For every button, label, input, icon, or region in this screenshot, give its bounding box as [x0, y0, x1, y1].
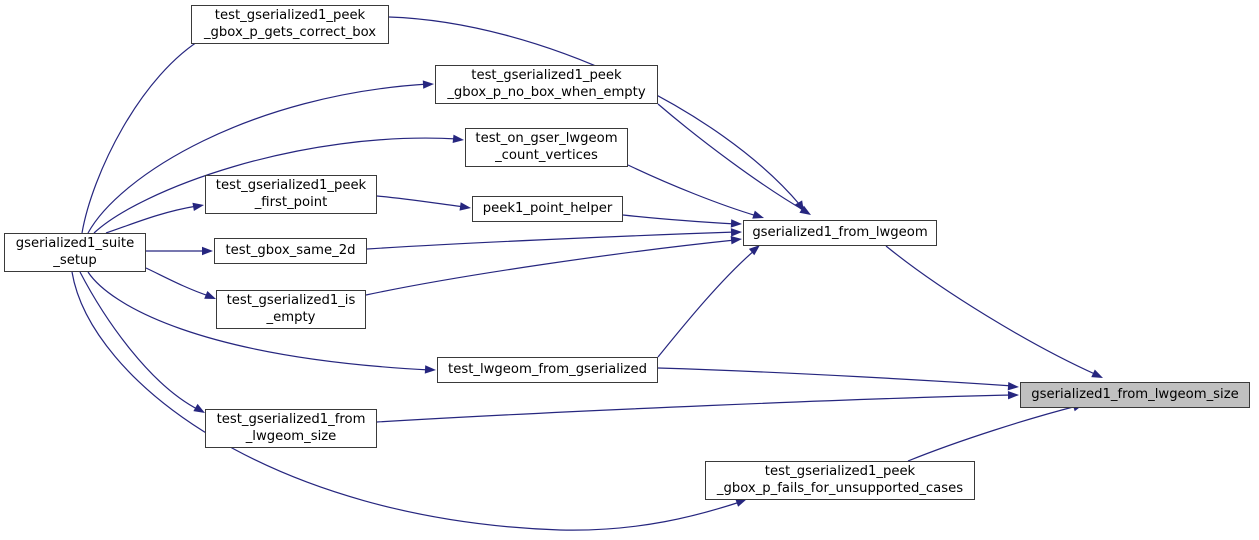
arrow-head-icon	[204, 290, 216, 299]
arrow-head-icon	[730, 235, 742, 245]
arrow-head-icon	[424, 365, 436, 374]
graph-node-test_gserialized1_is_empty[interactable]: test_gserialized1_is _empty	[216, 290, 366, 329]
graph-node-test_gserialized1_peek_first_point[interactable]: test_gserialized1_peek _first_point	[205, 175, 377, 214]
edge-fails-unsupported-to-size	[907, 403, 1084, 462]
graph-node-label: test_gserialized1_peek _gbox_p_gets_corr…	[203, 8, 377, 40]
edge-first-point-to-peek-helper	[376, 195, 471, 211]
edge-lwgeom-from-gser-to-from-lwgeom	[657, 245, 760, 358]
graph-node-test_gserialized1_peek_gbox_p_gets_correct_box[interactable]: test_gserialized1_peek _gbox_p_gets_corr…	[191, 5, 389, 44]
arrow-head-icon	[202, 246, 213, 256]
arrow-head-icon	[1007, 382, 1019, 391]
arrow-head-icon	[452, 134, 464, 144]
graph-node-peek1_point_helper[interactable]: peek1_point_helper	[472, 196, 623, 222]
arrow-head-icon	[193, 403, 205, 413]
edge-lwgeom-from-gser-to-size	[657, 367, 1019, 391]
arrow-head-icon	[459, 202, 471, 211]
graph-node-label: test_gserialized1_is _empty	[226, 293, 356, 325]
graph-node-test_gserialized1_from_lwgeom_size[interactable]: test_gserialized1_from _lwgeom_size	[205, 409, 377, 448]
graph-node-label: gserialized1_from_lwgeom_size	[1031, 386, 1239, 402]
graph-node-test_gserialized1_peek_gbox_p_fails_for_unsupported_cases[interactable]: test_gserialized1_peek _gbox_p_fails_for…	[705, 461, 975, 500]
arrow-head-icon	[422, 80, 434, 89]
graph-node-gserialized1_from_lwgeom[interactable]: gserialized1_from_lwgeom	[743, 220, 937, 246]
edge-gets-correct-box-to-from-lwgeom	[388, 16, 804, 212]
edge-suite-to-fails-unsupported	[71, 271, 747, 531]
arrow-head-icon	[730, 228, 742, 237]
graph-node-test_lwgeom_from_gserialized[interactable]: test_lwgeom_from_gserialized	[437, 357, 658, 383]
arrow-head-icon	[735, 498, 747, 507]
graph-node-label: test_on_gser_lwgeom _count_vertices	[475, 131, 618, 163]
graph-node-label: test_gserialized1_from _lwgeom_size	[216, 412, 366, 444]
edge-suite-to-is-empty	[145, 267, 216, 299]
edge-no-box-when-empty-to-from-lwgeom	[657, 103, 811, 215]
edge-suite-to-gbox-same-2d	[146, 246, 213, 256]
graph-node-label: gserialized1_suite _setup	[15, 236, 135, 268]
graph-node-label: test_gserialized1_peek _gbox_p_fails_for…	[716, 464, 964, 496]
graph-node-label: test_gserialized1_peek _gbox_p_no_box_wh…	[447, 68, 646, 100]
edge-suite-to-gets-correct-box	[81, 32, 213, 234]
graph-node-label: gserialized1_from_lwgeom	[752, 224, 928, 240]
edge-count-vertices-to-from-lwgeom	[627, 164, 764, 219]
graph-node-label: test_gserialized1_peek _first_point	[215, 178, 367, 210]
edge-suite-to-count-vertices	[93, 134, 464, 234]
edge-suite-to-no-box-when-empty	[87, 80, 434, 234]
arrow-head-icon	[799, 205, 811, 215]
graph-node-label: test_lwgeom_from_gserialized	[448, 361, 647, 377]
graph-node-test_gserialized1_peek_gbox_p_no_box_when_empty[interactable]: test_gserialized1_peek _gbox_p_no_box_wh…	[435, 65, 658, 104]
edge-test-from-lwgeom-size-to-size	[376, 390, 1019, 423]
edge-suite-to-from-lwgeom-size	[79, 271, 205, 413]
arrow-head-icon	[748, 245, 760, 256]
graph-node-test_on_gser_lwgeom_count_vertices[interactable]: test_on_gser_lwgeom _count_vertices	[465, 128, 628, 167]
edge-is-empty-to-from-lwgeom	[365, 235, 742, 296]
graph-node-test_gbox_same_2d[interactable]: test_gbox_same_2d	[214, 238, 367, 264]
graph-node-label: test_gbox_same_2d	[225, 242, 356, 258]
edge-suite-to-lwgeom-from-gser	[87, 271, 436, 374]
graph-node-gserialized1_suite_setup[interactable]: gserialized1_suite _setup	[4, 233, 146, 272]
edge-from-lwgeom-to-size	[885, 245, 1103, 378]
arrow-head-icon	[1007, 390, 1019, 400]
arrow-head-icon	[730, 219, 742, 228]
edge-gbox-same-2d-to-from-lwgeom	[366, 228, 742, 250]
edge-suite-to-first-point	[105, 202, 204, 234]
graph-node-label: peek1_point_helper	[482, 200, 613, 216]
graph-node-gserialized1_from_lwgeom_size[interactable]: gserialized1_from_lwgeom_size	[1020, 382, 1250, 408]
arrow-head-icon	[1091, 369, 1103, 378]
edge-peek-helper-to-from-lwgeom	[622, 214, 742, 228]
arrow-head-icon	[192, 202, 204, 212]
arrow-head-icon	[752, 210, 764, 219]
